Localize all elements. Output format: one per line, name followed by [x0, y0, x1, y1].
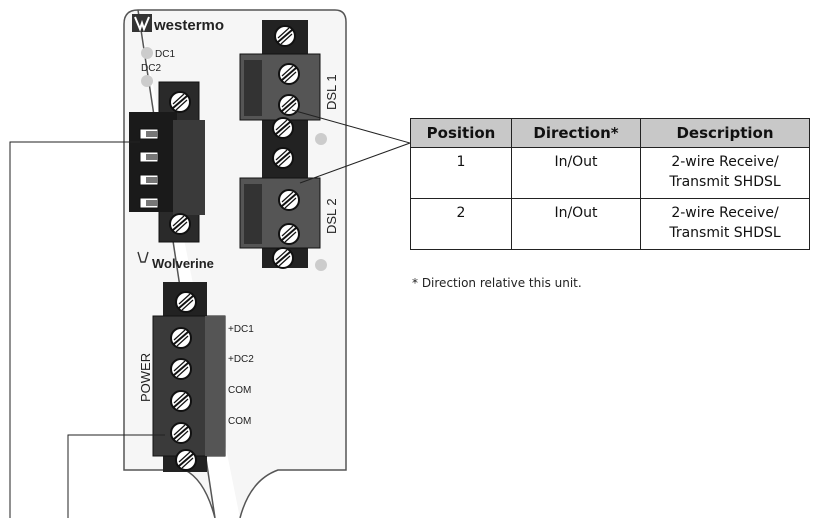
dsl2-led-indicator: [315, 259, 327, 271]
product-name: Wolverine: [152, 256, 214, 271]
power-pin-label: +DC2: [228, 354, 254, 365]
description-cell: 2-wire Receive/ Transmit SHDSL: [640, 147, 810, 199]
leader-line-connector: [9, 141, 140, 518]
direction-cell: In/Out: [511, 147, 641, 199]
dsl-pinout-table: Position Direction* Description 1 In/Out…: [410, 118, 810, 250]
dsl1-led-indicator: [315, 133, 327, 145]
westermo-logo: westermo: [132, 14, 224, 34]
position-cell: 2: [410, 198, 512, 250]
description-cell: 2-wire Receive/ Transmit SHDSL: [640, 198, 810, 250]
description-line: Transmit SHDSL: [669, 174, 781, 190]
dsl1-label: DSL 1: [324, 74, 339, 110]
table-header-row: Position Direction* Description: [410, 118, 810, 148]
description-line: Transmit SHDSL: [669, 225, 781, 241]
dsl1-connector: DSL 1: [239, 20, 339, 170]
dc1-led-label: DC1: [155, 49, 175, 60]
dc2-led-indicator: [141, 75, 153, 87]
power-pin-label: COM: [228, 385, 251, 396]
description-line: 2-wire Receive/: [671, 154, 779, 170]
direction-footnote: * Direction relative this unit.: [412, 276, 582, 290]
description-line: 2-wire Receive/: [671, 205, 779, 221]
power-pin-label: +DC1: [228, 324, 254, 335]
column-header-direction: Direction*: [511, 118, 641, 148]
power-connector: POWER: [138, 282, 226, 472]
dsl2-label: DSL 2: [324, 198, 339, 234]
direction-cell: In/Out: [511, 198, 641, 250]
column-header-description: Description: [640, 118, 810, 148]
column-header-position: Position: [410, 118, 512, 148]
table-row: 1 In/Out 2-wire Receive/ Transmit SHDSL: [410, 147, 810, 199]
power-pin-label: COM: [228, 416, 251, 427]
leader-line-power: [67, 434, 165, 518]
four-pin-connector: [129, 81, 205, 243]
brand-name: westermo: [153, 17, 224, 34]
position-cell: 1: [410, 147, 512, 199]
power-label: POWER: [138, 353, 153, 402]
dc2-led-label: DC2: [141, 63, 161, 74]
wolverine-icon: [137, 251, 149, 263]
dc1-led-indicator: [141, 47, 153, 59]
dsl2-connector: DSL 2: [239, 170, 339, 269]
table-row: 2 In/Out 2-wire Receive/ Transmit SHDSL: [410, 198, 810, 250]
